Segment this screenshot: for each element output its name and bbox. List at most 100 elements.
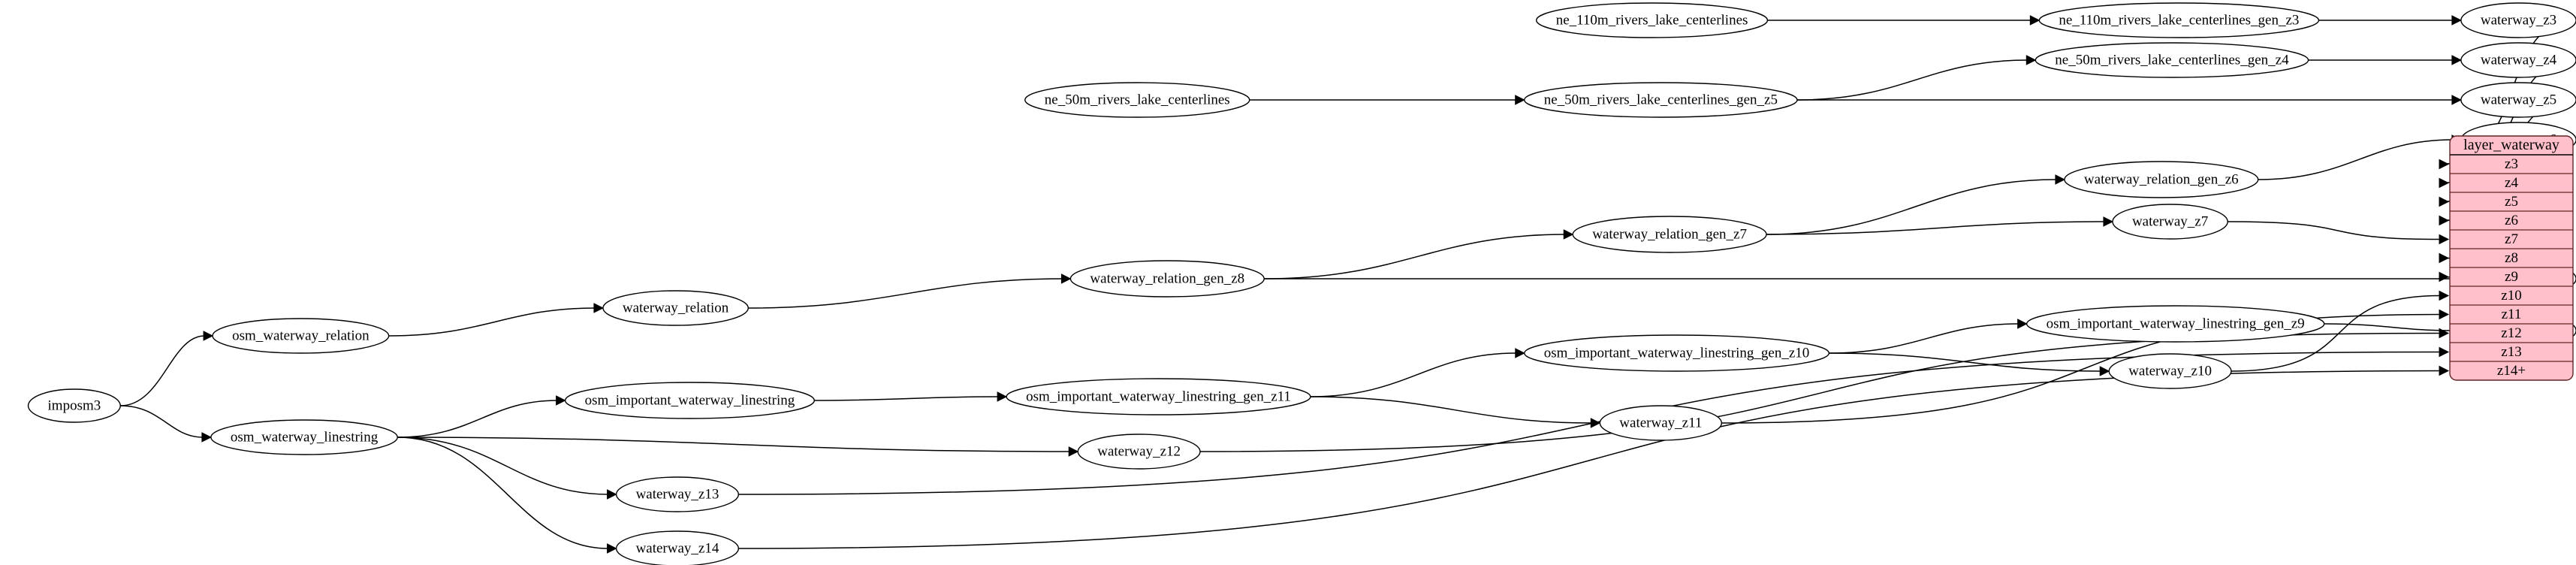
node-shape (1024, 82, 1250, 118)
edge (2258, 139, 2453, 180)
edge-arrowhead (2439, 196, 2450, 207)
edge (1264, 234, 1565, 279)
node-osm_important_waterway_linestring_gen_z10[interactable]: osm_important_waterway_linestring_gen_z1… (1524, 334, 1830, 372)
node-shape (1077, 434, 1201, 470)
edge-arrowhead (1563, 229, 1574, 240)
edge (388, 307, 595, 337)
edge-arrowhead (2439, 159, 2450, 170)
table-row-z10[interactable]: z10 (2501, 288, 2521, 304)
edge (1829, 323, 2019, 354)
table-row-z13[interactable]: z13 (2501, 344, 2521, 360)
edge-arrowhead (2439, 234, 2450, 245)
node-label: osm_important_waterway_linestring_gen_z9 (2047, 316, 2305, 331)
edge-arrowhead (203, 331, 214, 341)
node-waterway_z3[interactable]: waterway_z3 (2460, 2, 2576, 38)
node-label: osm_waterway_linestring (231, 429, 379, 445)
edge (120, 405, 203, 438)
node-label: waterway_relation_gen_z8 (1090, 270, 1244, 286)
edge-arrowhead (2029, 15, 2041, 26)
node-shape (2112, 204, 2228, 240)
table-row-z11[interactable]: z11 (2502, 307, 2522, 322)
edge (2228, 221, 2441, 240)
node-waterway_relation_gen_z8[interactable]: waterway_relation_gen_z8 (1069, 260, 1265, 298)
edge-arrowhead (593, 303, 605, 313)
node-waterway_z5[interactable]: waterway_z5 (2460, 82, 2576, 118)
edge-arrowhead (2439, 365, 2450, 376)
edge (397, 437, 608, 549)
edge-arrowhead (1515, 348, 1525, 358)
node-label: ne_110m_rivers_lake_centerlines (1556, 12, 1748, 28)
edge-arrowhead (1515, 95, 1525, 105)
node-osm_waterway_relation[interactable]: osm_waterway_relation (212, 318, 390, 354)
edge-arrowhead (556, 395, 566, 406)
table-row-z9[interactable]: z9 (2505, 269, 2518, 285)
node-shape (1069, 260, 1265, 298)
edge-arrowhead (607, 489, 617, 500)
node-shape (210, 419, 398, 455)
edge-arrowhead (997, 391, 1008, 402)
table-row-z4[interactable]: z4 (2505, 175, 2518, 191)
node-waterway_z11[interactable]: waterway_z11 (1599, 405, 1723, 441)
node-waterway_z4[interactable]: waterway_z4 (2460, 42, 2576, 78)
table-row-z3[interactable]: z3 (2505, 156, 2518, 172)
table-row-z8[interactable]: z8 (2505, 250, 2518, 266)
node-osm_important_waterway_linestring_gen_z9[interactable]: osm_important_waterway_linestring_gen_z9 (2026, 305, 2325, 343)
table-row-z7[interactable]: z7 (2505, 231, 2518, 247)
node-label: waterway_z4 (2481, 52, 2557, 68)
node-label: waterway_z14 (636, 540, 719, 556)
edge (738, 370, 2441, 549)
node-ne_50m_rivers_lake_centerlines_gen_z4[interactable]: ne_50m_rivers_lake_centerlines_gen_z4 (2035, 42, 2309, 78)
edge-arrowhead (2439, 290, 2450, 301)
table-row-z6[interactable]: z6 (2505, 213, 2518, 228)
node-shape (564, 382, 815, 419)
layer-waterway-table: layer_waterwayz3z4z5z6z7z8z9z10z11z12z13… (2449, 135, 2574, 381)
node-waterway_relation_gen_z6[interactable]: waterway_relation_gen_z6 (2064, 161, 2259, 198)
node-ne_110m_rivers_lake_centerlines[interactable]: ne_110m_rivers_lake_centerlines (1536, 2, 1769, 38)
edge (1829, 352, 2101, 372)
table-row-z14plus[interactable]: z14+ (2497, 363, 2526, 379)
node-label: waterway_z10 (2128, 363, 2212, 379)
edge (1310, 352, 1516, 397)
node-waterway_z10[interactable]: waterway_z10 (2108, 353, 2232, 389)
edge-arrowhead (2439, 309, 2450, 320)
node-ne_50m_rivers_lake_centerlines_gen_z5[interactable]: ne_50m_rivers_lake_centerlines_gen_z5 (1524, 82, 1798, 118)
node-label: waterway_z5 (2481, 92, 2556, 107)
table-row-z5[interactable]: z5 (2505, 194, 2518, 210)
node-waterway_z13[interactable]: waterway_z13 (615, 476, 740, 512)
node-osm_important_waterway_linestring[interactable]: osm_important_waterway_linestring (564, 382, 815, 419)
node-osm_important_waterway_linestring_gen_z11[interactable]: osm_important_waterway_linestring_gen_z1… (1006, 378, 1311, 415)
node-label: osm_important_waterway_linestring (585, 392, 795, 408)
edge-arrowhead (607, 543, 617, 554)
node-shape (602, 290, 750, 326)
node-shape (212, 318, 390, 354)
node-shape (1599, 405, 1723, 441)
edge (2324, 323, 2453, 331)
node-waterway_relation[interactable]: waterway_relation (602, 290, 750, 326)
node-label: imposm3 (48, 397, 101, 413)
node-label: osm_waterway_relation (232, 328, 370, 343)
node-ne_110m_rivers_lake_centerlines_gen_z3[interactable]: ne_110m_rivers_lake_centerlines_gen_z3 (2038, 2, 2320, 38)
edge (397, 400, 557, 438)
node-waterway_z12[interactable]: waterway_z12 (1077, 434, 1201, 470)
edge-arrowhead (2439, 271, 2450, 282)
node-label: ne_50m_rivers_lake_centerlines_gen_z4 (2055, 52, 2289, 68)
edge-arrowhead (2099, 366, 2110, 376)
node-waterway_z14[interactable]: waterway_z14 (615, 530, 740, 565)
node-osm_waterway_linestring[interactable]: osm_waterway_linestring (210, 419, 398, 455)
node-label: waterway_z7 (2132, 213, 2208, 229)
node-waterway_relation_gen_z7[interactable]: waterway_relation_gen_z7 (1572, 216, 1767, 253)
edge (120, 335, 205, 406)
edge (814, 396, 999, 401)
node-label: waterway_z12 (1097, 443, 1181, 459)
edge (738, 351, 2441, 495)
node-label: osm_important_waterway_linestring_gen_z1… (1544, 345, 1810, 361)
table-outline (2449, 135, 2574, 381)
node-ne_50m_rivers_lake_centerlines[interactable]: ne_50m_rivers_lake_centerlines (1024, 82, 1250, 118)
node-waterway_z7[interactable]: waterway_z7 (2112, 204, 2228, 240)
table-row-z12[interactable]: z12 (2501, 325, 2521, 341)
node-imposm3[interactable]: imposm3 (27, 388, 121, 423)
node-label: waterway_z11 (1619, 415, 1702, 431)
node-shape (2026, 305, 2325, 343)
edge (1766, 221, 2104, 235)
